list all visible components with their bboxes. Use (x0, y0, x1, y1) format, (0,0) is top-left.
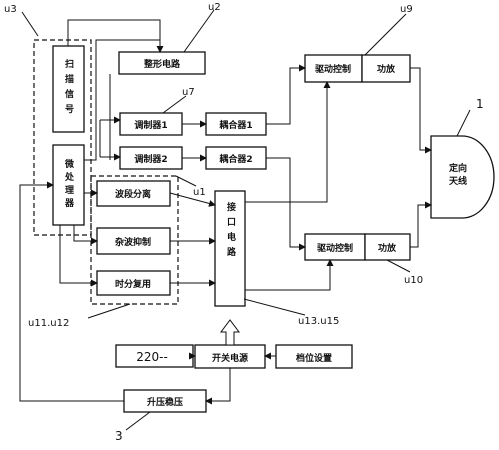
leader-u1 (175, 175, 197, 187)
wire-mp-to-tdm (59, 225, 98, 287)
scan-signal-label: 扫描信号 (63, 58, 74, 119)
time-division-multiplex-block (96, 270, 171, 296)
tag-u1: u1 (193, 187, 206, 198)
wire-coupler1-drive1 (266, 64, 306, 125)
modulator-1-label: 调制器1 (134, 119, 167, 131)
tag-ref-1: 1 (476, 97, 484, 111)
directional-antenna-label: 定向天线 (448, 162, 467, 187)
leader-u2 (183, 9, 215, 53)
power-up-arrow (220, 319, 240, 346)
drive-control-2-label: 驱动控制 (317, 242, 353, 254)
power-amp-1-block (361, 54, 411, 83)
wire-interface-to-drive2 (245, 259, 334, 291)
coupler-2-label: 耦合器2 (219, 153, 252, 165)
leader-u3 (21, 11, 39, 37)
wire-bus-to-shaping (67, 19, 164, 53)
tag-u9: u9 (400, 4, 413, 15)
band-separation-label: 波段分离 (115, 188, 151, 200)
microprocessor-block (52, 144, 85, 226)
tag-u3: u3 (4, 4, 17, 15)
tag-u11-u12: u11.u12 (28, 318, 69, 329)
leader-ref-3 (125, 411, 151, 431)
wire-mp-to-clutter (73, 225, 98, 245)
antenna-text-line-2: 天线 (449, 175, 467, 187)
u3-dashed-group (33, 39, 92, 236)
interface-circuit-label: 接口电路 (225, 201, 236, 262)
leader-u13-u15 (243, 298, 306, 316)
interface-circuit-block (214, 190, 246, 307)
gear-setting-label: 档位设置 (296, 352, 332, 364)
boost-regulator-label: 升压稳压 (147, 396, 183, 408)
tag-u2: u2 (208, 2, 221, 13)
wire-amp2-antenna (410, 201, 432, 248)
leader-u11-u12 (87, 303, 131, 319)
directional-antenna-block (430, 135, 495, 219)
coupler-1-label: 耦合器1 (219, 119, 252, 131)
leader-u7 (162, 95, 187, 114)
switching-power-label: 开关电源 (212, 352, 248, 364)
modulator-2-label: 调制器2 (134, 153, 167, 165)
leader-ref-1 (456, 109, 471, 137)
power-amp-2-block (364, 233, 411, 261)
wire-boost-mp (19, 181, 124, 402)
power-amp-2-label: 功放 (378, 242, 397, 254)
drive-control-2-block (304, 233, 366, 261)
drive-control-1-label: 驱动控制 (315, 63, 351, 75)
wire-switching-boost (205, 368, 231, 405)
leader-u10 (386, 259, 411, 273)
ac-input-label: 220-- (136, 350, 168, 364)
u11-u12-dashed-group (90, 175, 179, 305)
wire-mp-to-shaping (84, 39, 160, 161)
clutter-suppression-label: 杂波抑制 (115, 236, 151, 248)
tag-u10: u10 (404, 275, 423, 286)
wire-amp1-antenna (410, 67, 432, 154)
microprocessor-label: 微处理器 (63, 158, 75, 211)
antenna-text-line-1: 定向 (448, 162, 467, 174)
tag-u7: u7 (182, 87, 195, 98)
tag-ref-3: 3 (115, 429, 123, 443)
tag-u13-u15: u13.u15 (298, 316, 339, 327)
leader-u9 (364, 13, 407, 56)
wire-interface-to-drive1 (245, 81, 331, 203)
wire-band-interface (169, 192, 216, 207)
power-amp-1-label: 功放 (377, 63, 396, 75)
time-division-multiplex-label: 时分复用 (115, 278, 151, 290)
shaping-circuit-label: 整形电路 (143, 58, 181, 70)
